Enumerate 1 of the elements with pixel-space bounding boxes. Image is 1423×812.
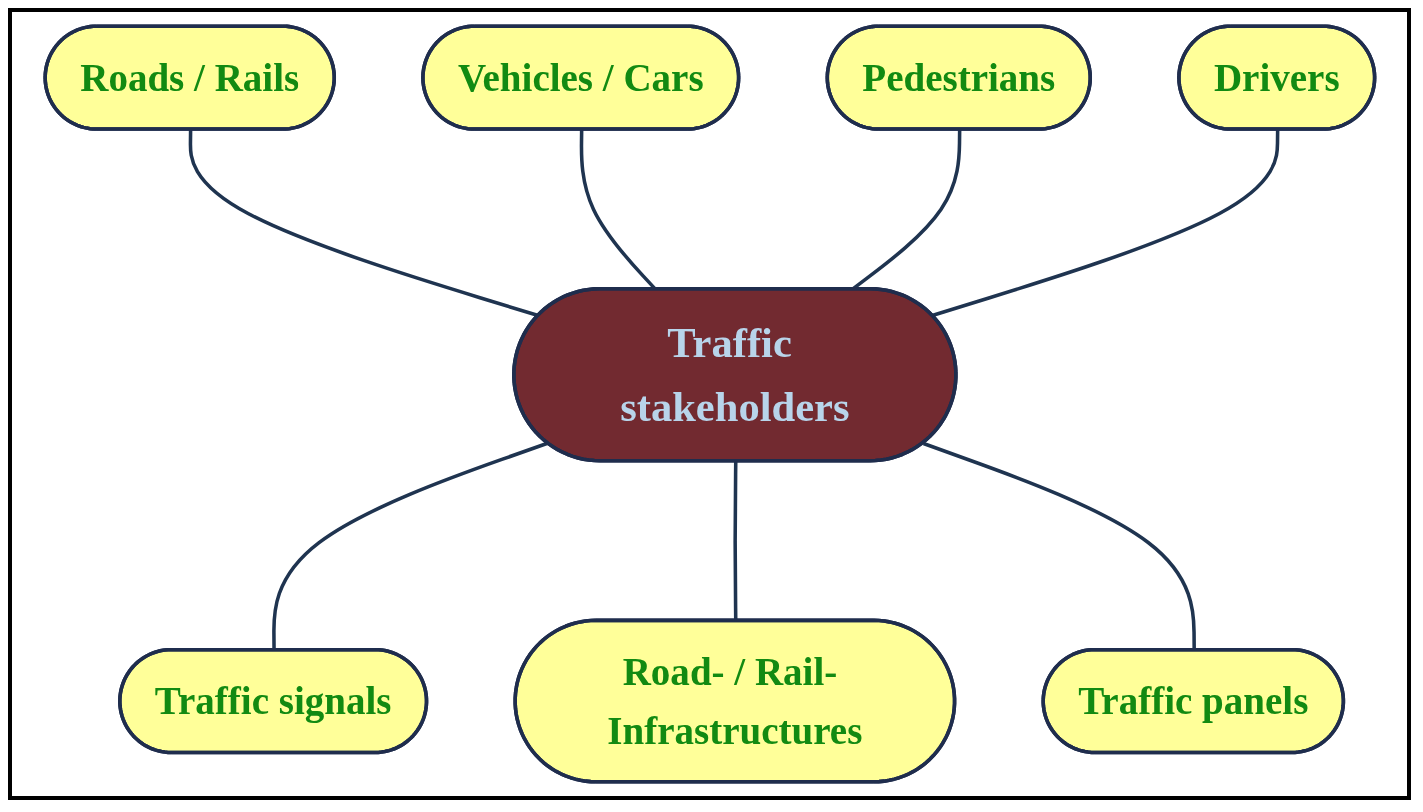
connector: [931, 129, 1280, 318]
